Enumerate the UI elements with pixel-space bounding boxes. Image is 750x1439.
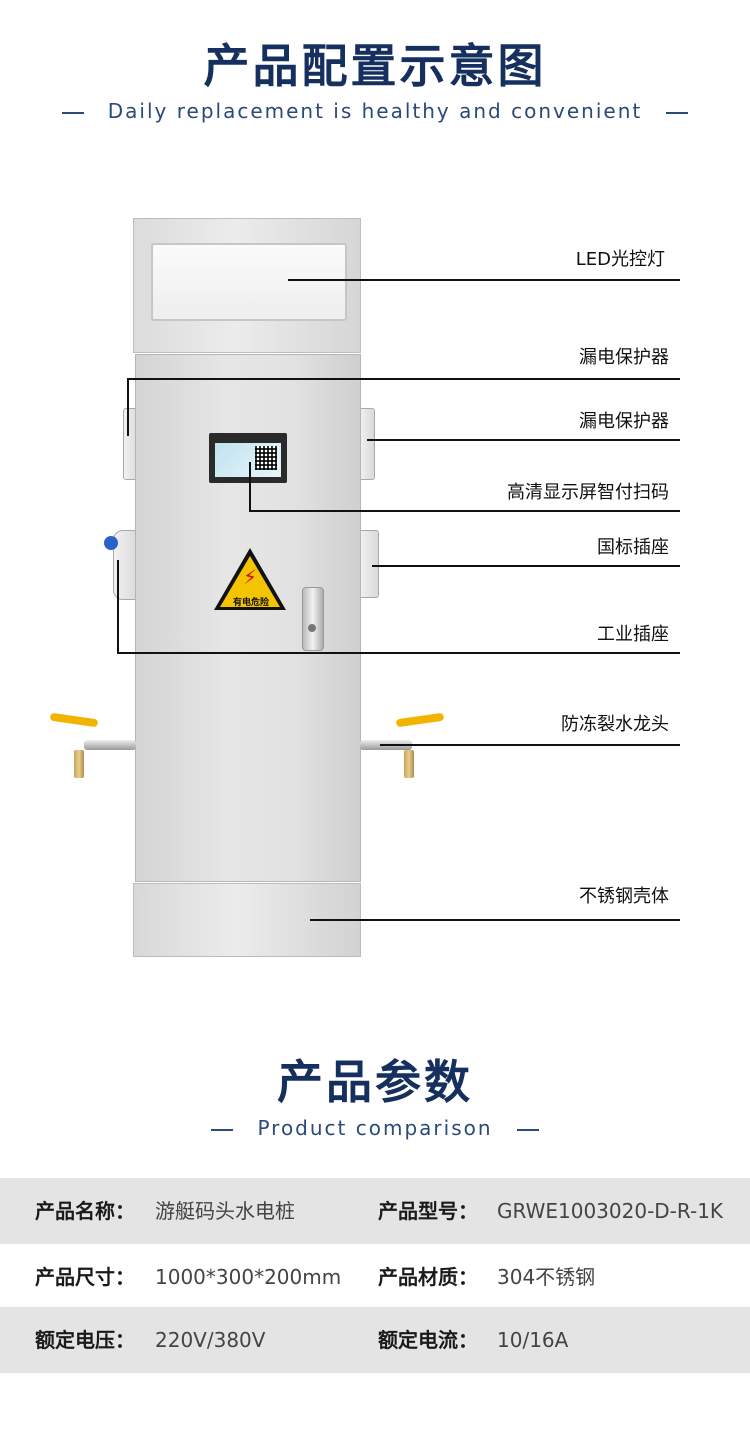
left-faucet-nozzle xyxy=(74,750,84,778)
param-value: 220V/380V xyxy=(155,1328,266,1352)
param-label: 产品尺寸： xyxy=(35,1265,135,1289)
high-voltage-icon: ⚡ xyxy=(243,565,258,589)
callout-line-industrial-socket-drop xyxy=(117,560,119,654)
param-value: GRWE1003020-D-R-1K xyxy=(497,1199,724,1223)
param-value: 1000*300*200mm xyxy=(155,1265,342,1289)
callout-line-standard-socket xyxy=(372,565,680,567)
callout-line-industrial-socket xyxy=(117,652,680,654)
dash-right xyxy=(666,111,689,114)
param-label: 产品材质： xyxy=(378,1265,478,1289)
callout-label-led: LED光控灯 xyxy=(575,249,665,270)
callout-label-breaker-2: 漏电保护器 xyxy=(579,411,669,432)
screen-content xyxy=(215,443,281,477)
param-value: 10/16A xyxy=(497,1328,569,1352)
param-label: 额定电流： xyxy=(378,1328,478,1352)
callout-line-faucet xyxy=(380,744,680,746)
callout-label-screen: 高清显示屏智付扫码 xyxy=(507,482,669,503)
param-label: 产品名称： xyxy=(35,1199,135,1223)
table-row: 产品尺寸： 1000*300*200mm 产品材质： 304不锈钢 xyxy=(0,1244,750,1310)
industrial-socket-cap-icon xyxy=(104,536,118,550)
params-subtitle: Product comparison xyxy=(0,1116,750,1140)
dash-left-2 xyxy=(211,1128,234,1131)
dash-left xyxy=(61,111,84,114)
left-faucet-pipe xyxy=(84,740,136,750)
right-breaker xyxy=(359,408,375,480)
lock-icon xyxy=(308,624,316,632)
config-subtitle: Daily replacement is healthy and conveni… xyxy=(0,99,750,123)
params-subtitle-text: Product comparison xyxy=(257,1116,493,1140)
cabinet-body: ⚡ 有电危险 xyxy=(135,354,361,882)
callout-line-breaker-left xyxy=(127,378,680,380)
callout-line-breaker-left-drop xyxy=(127,378,129,436)
table-row: 额定电压： 220V/380V 额定电流： 10/16A xyxy=(0,1307,750,1373)
param-label: 额定电压： xyxy=(35,1328,135,1352)
cabinet-top xyxy=(133,218,361,353)
callout-line-shell xyxy=(310,919,680,921)
standard-socket xyxy=(359,530,379,598)
callout-label-industrial-socket: 工业插座 xyxy=(597,624,669,645)
right-faucet-handle xyxy=(395,712,445,728)
param-label: 产品型号： xyxy=(378,1199,478,1223)
callout-label-standard-socket: 国标插座 xyxy=(597,537,669,558)
table-row: 产品名称： 游艇码头水电桩 产品型号： GRWE1003020-D-R-1K xyxy=(0,1178,750,1244)
param-value: 游艇码头水电桩 xyxy=(155,1199,295,1223)
callout-line-screen-drop xyxy=(249,462,251,512)
right-faucet-nozzle xyxy=(404,750,414,778)
warning-sign-text: 有电危险 xyxy=(232,598,269,608)
door-handle xyxy=(302,587,324,651)
config-subtitle-text: Daily replacement is healthy and conveni… xyxy=(107,99,643,123)
params-title: 产品参数 xyxy=(277,1055,473,1109)
callout-label-faucet: 防冻裂水龙头 xyxy=(561,714,669,735)
display-screen xyxy=(209,433,287,483)
dash-right-2 xyxy=(516,1128,539,1131)
callout-label-breaker-1: 漏电保护器 xyxy=(579,347,669,368)
left-faucet-handle xyxy=(49,712,99,728)
led-light-panel xyxy=(151,243,347,321)
param-value: 304不锈钢 xyxy=(497,1265,596,1289)
callout-line-breaker-right xyxy=(367,439,680,441)
config-title: 产品配置示意图 xyxy=(203,39,547,93)
callout-line-screen xyxy=(249,510,680,512)
warning-sign-fill xyxy=(220,556,280,607)
callout-label-shell: 不锈钢壳体 xyxy=(579,886,669,907)
qr-code-icon xyxy=(255,446,277,470)
callout-line-led xyxy=(288,279,680,281)
